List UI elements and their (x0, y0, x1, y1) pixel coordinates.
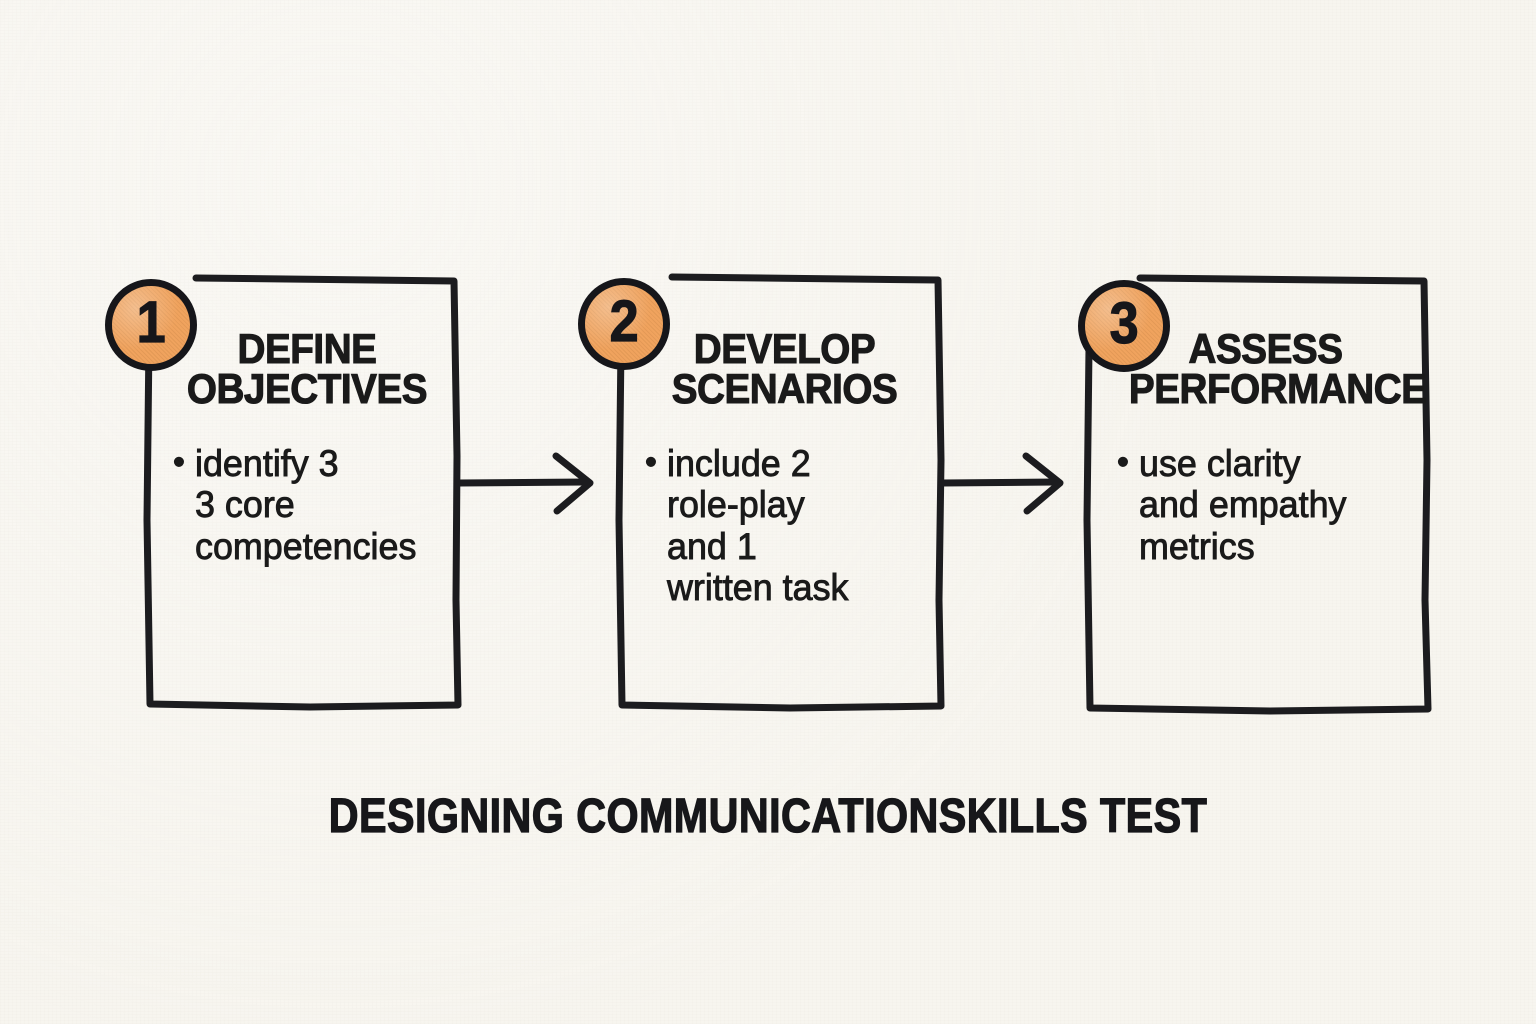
step-card-3-title: ASSESS PERFORMANCE (1128, 325, 1427, 412)
bullet-text: identify 3 3 core competencies (195, 442, 417, 567)
bullet-dot-icon: • (173, 442, 186, 481)
step-card-2[interactable]: DEVELOP SCENARIOS • include 2 role-play … (619, 277, 942, 709)
step-badge-2-number: 2 (609, 289, 639, 354)
step-card-2-content: DEVELOP SCENARIOS • include 2 role-play … (619, 277, 942, 709)
connector-arrow-2-3 (938, 452, 1064, 515)
step-badge-2[interactable]: 2 (578, 278, 670, 370)
step-card-3[interactable]: ASSESS PERFORMANCE • use clarity and emp… (1087, 277, 1428, 711)
step-badge-3-number: 3 (1109, 291, 1139, 356)
step-card-1-outline (143, 274, 462, 711)
step-card-3-outline (1083, 274, 1432, 715)
step-card-2-outline (615, 273, 945, 712)
bullet-item: • use clarity and empathy metrics (1117, 442, 1414, 567)
step-badge-1[interactable]: 1 (105, 279, 197, 371)
bullet-dot-icon: • (1117, 442, 1130, 481)
step-card-3-bullet-list: • use clarity and empathy metrics (1117, 442, 1414, 567)
bullet-text: use clarity and empathy metrics (1139, 442, 1347, 567)
step-card-1[interactable]: DEFINE OBJECTIVES • identify 3 3 core co… (147, 277, 459, 709)
step-card-2-bullet-list: • include 2 role-play and 1 written task (645, 442, 924, 609)
step-badge-1-number: 1 (136, 290, 166, 355)
bullet-text: include 2 role-play and 1 written task (667, 442, 849, 609)
connector-arrow-1-2 (455, 452, 594, 515)
step-card-1-content: DEFINE OBJECTIVES • identify 3 3 core co… (147, 277, 459, 709)
step-card-2-title: DEVELOP SCENARIOS (671, 325, 898, 412)
step-badge-3[interactable]: 3 (1078, 280, 1170, 372)
step-card-1-bullet-list: • identify 3 3 core competencies (173, 442, 441, 567)
bullet-item: • identify 3 3 core competencies (173, 442, 441, 567)
bullet-item: • include 2 role-play and 1 written task (645, 442, 924, 609)
step-card-3-content: ASSESS PERFORMANCE • use clarity and emp… (1087, 277, 1428, 711)
diagram-caption: DESIGNING COMMUNICATIONSKILLS TEST (328, 790, 1208, 843)
step-card-1-title: DEFINE OBJECTIVES (186, 325, 428, 412)
bullet-dot-icon: • (645, 442, 658, 481)
